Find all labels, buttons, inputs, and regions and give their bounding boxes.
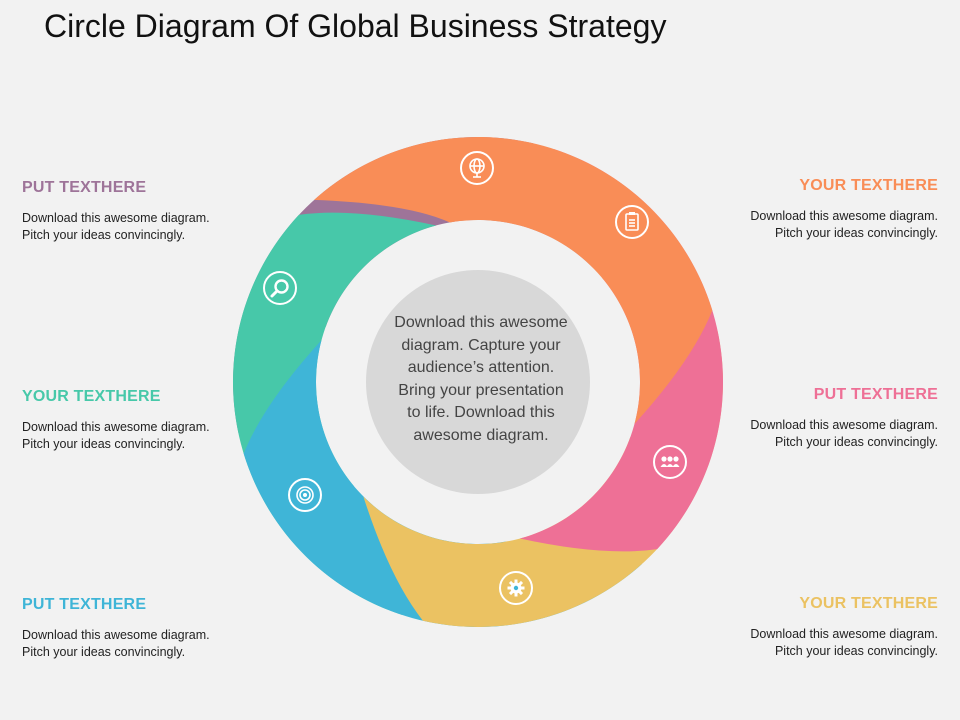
label-left-2: YOUR TEXTHERE Download this awesome diag… xyxy=(22,388,252,453)
globe-icon xyxy=(460,151,494,185)
center-text-line: Bring your presentation xyxy=(398,381,564,399)
label-body-line: Pitch your ideas convincingly. xyxy=(774,644,938,658)
gear-icon xyxy=(499,571,533,605)
label-right-3: YOUR TEXTHERE Download this awesome diag… xyxy=(708,595,938,660)
label-body-line: Download this awesome diagram. xyxy=(22,420,210,434)
ring xyxy=(232,137,724,627)
ring-segment-yellow xyxy=(363,331,723,627)
label-body-line: Pitch your ideas convincingly. xyxy=(774,435,938,449)
label-body-line: Pitch your ideas convincingly. xyxy=(774,226,938,240)
page-title: Circle Diagram Of Global Business Strate… xyxy=(44,8,667,44)
label-heading: YOUR TEXTHERE xyxy=(22,388,161,405)
label-body: Download this awesome diagram. Pitch you… xyxy=(22,210,252,244)
label-left-1: PUT TEXTHERE Download this awesome diagr… xyxy=(22,179,252,244)
clipboard-icon xyxy=(615,205,649,239)
label-right-2: PUT TEXTHERE Download this awesome diagr… xyxy=(708,386,938,451)
label-heading: YOUR TEXTHERE xyxy=(799,177,938,194)
label-body-line: Download this awesome diagram. xyxy=(750,418,938,432)
label-body-line: Pitch your ideas convincingly. xyxy=(22,645,186,659)
center-text-line: to life. Download this xyxy=(407,404,555,422)
label-heading: PUT TEXTHERE xyxy=(22,179,147,196)
label-body: Download this awesome diagram. Pitch you… xyxy=(22,627,252,661)
target-icon xyxy=(288,478,322,512)
center-circle xyxy=(366,270,590,494)
label-heading: PUT TEXTHERE xyxy=(22,596,147,613)
ring-segment-orange xyxy=(314,137,713,424)
label-body-line: Pitch your ideas convincingly. xyxy=(22,228,186,242)
label-heading: PUT TEXTHERE xyxy=(813,386,938,403)
label-body-line: Pitch your ideas convincingly. xyxy=(22,437,186,451)
center-text-line: Download this awesome xyxy=(394,314,568,331)
label-body-line: Download this awesome diagram. xyxy=(750,627,938,641)
label-body-line: Download this awesome diagram. xyxy=(22,628,210,642)
center-text-line: awesome diagram. xyxy=(413,426,549,444)
people-icon xyxy=(653,445,687,479)
label-body: Download this awesome diagram. Pitch you… xyxy=(22,419,252,453)
label-heading: YOUR TEXTHERE xyxy=(799,595,938,612)
label-body: Download this awesome diagram. Pitch you… xyxy=(708,626,938,660)
center-text-line: diagram. Capture your xyxy=(401,336,561,354)
label-left-3: PUT TEXTHERE Download this awesome diagr… xyxy=(22,596,252,661)
label-body-line: Download this awesome diagram. xyxy=(22,211,210,225)
center-text: Download this awesome diagram. Capture y… xyxy=(358,312,604,448)
label-body: Download this awesome diagram. Pitch you… xyxy=(708,208,938,242)
label-body-line: Download this awesome diagram. xyxy=(750,209,938,223)
label-body: Download this awesome diagram. Pitch you… xyxy=(708,417,938,451)
label-right-1: YOUR TEXTHERE Download this awesome diag… xyxy=(708,177,938,242)
magnifier-icon xyxy=(263,271,297,305)
center-text-line: audience’s attention. xyxy=(407,359,555,377)
